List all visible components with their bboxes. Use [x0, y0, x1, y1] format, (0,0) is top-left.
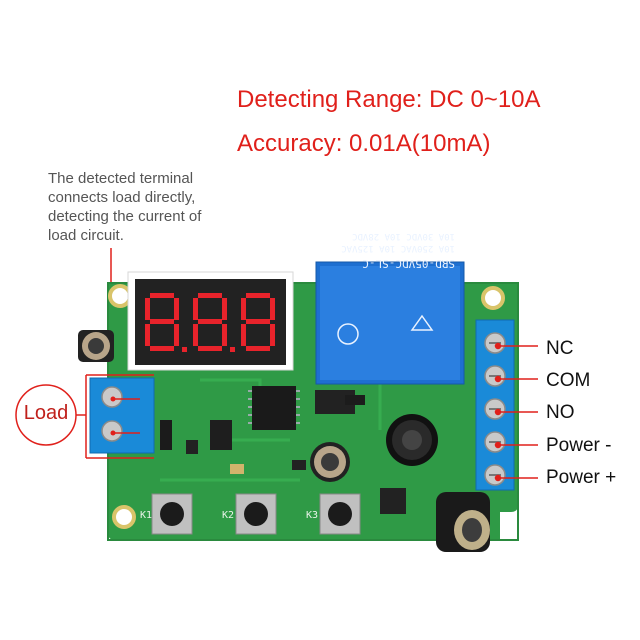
mounting-hole [112, 505, 136, 529]
load-annotation-circle [15, 384, 77, 446]
relay-rating-1: 10A 250VAC 10A 125VAC [341, 243, 455, 253]
output-terminal-block [475, 319, 538, 491]
terminal-note: The detected terminal connects load dire… [48, 169, 278, 245]
seven-segment-display [127, 271, 294, 371]
capacitor-mid [310, 442, 350, 482]
mounting-hole [481, 286, 505, 310]
capacitor-large [436, 492, 490, 552]
relay-model: SRD-05VDC-SL-C [362, 257, 455, 270]
k1-label: K1 [140, 510, 152, 521]
push-button-k3: K3 [306, 493, 361, 535]
inductor [386, 414, 438, 466]
power-plus-label: Power + [546, 467, 617, 488]
relay-rating-2: 10A 30VDC 10A 28VDC [352, 231, 455, 241]
push-button-k2: K2 [222, 493, 277, 535]
power-minus-label: Power - [546, 435, 612, 456]
com-label: COM [546, 370, 591, 391]
load-terminal-block [76, 374, 155, 459]
mcu-chip [252, 386, 296, 430]
display-segments [145, 293, 275, 352]
relay: SRD-05VDC-SL-C 10A 250VAC 10A 125VAC 10A… [315, 231, 465, 385]
regulator-chip [380, 488, 406, 514]
no-label: NO [546, 402, 575, 423]
diode [210, 420, 232, 450]
accuracy-text: Accuracy: 0.01A(10mA) [237, 130, 491, 157]
nc-label: NC [546, 338, 574, 359]
note-line: detecting the current of [48, 208, 202, 225]
push-button-k1: K1 [140, 493, 193, 535]
k2-label: K2 [222, 510, 234, 521]
mcu-pins [248, 390, 300, 424]
capacitor-small [78, 330, 114, 362]
k3-label: K3 [306, 510, 318, 521]
note-line: load circuit. [48, 227, 124, 244]
mounting-hole [108, 284, 132, 308]
load-label: Load [23, 402, 69, 424]
note-line: connects load directly, [48, 189, 196, 206]
detecting-range-text: Detecting Range: DC 0~10A [237, 86, 541, 113]
note-line: The detected terminal [48, 170, 194, 187]
